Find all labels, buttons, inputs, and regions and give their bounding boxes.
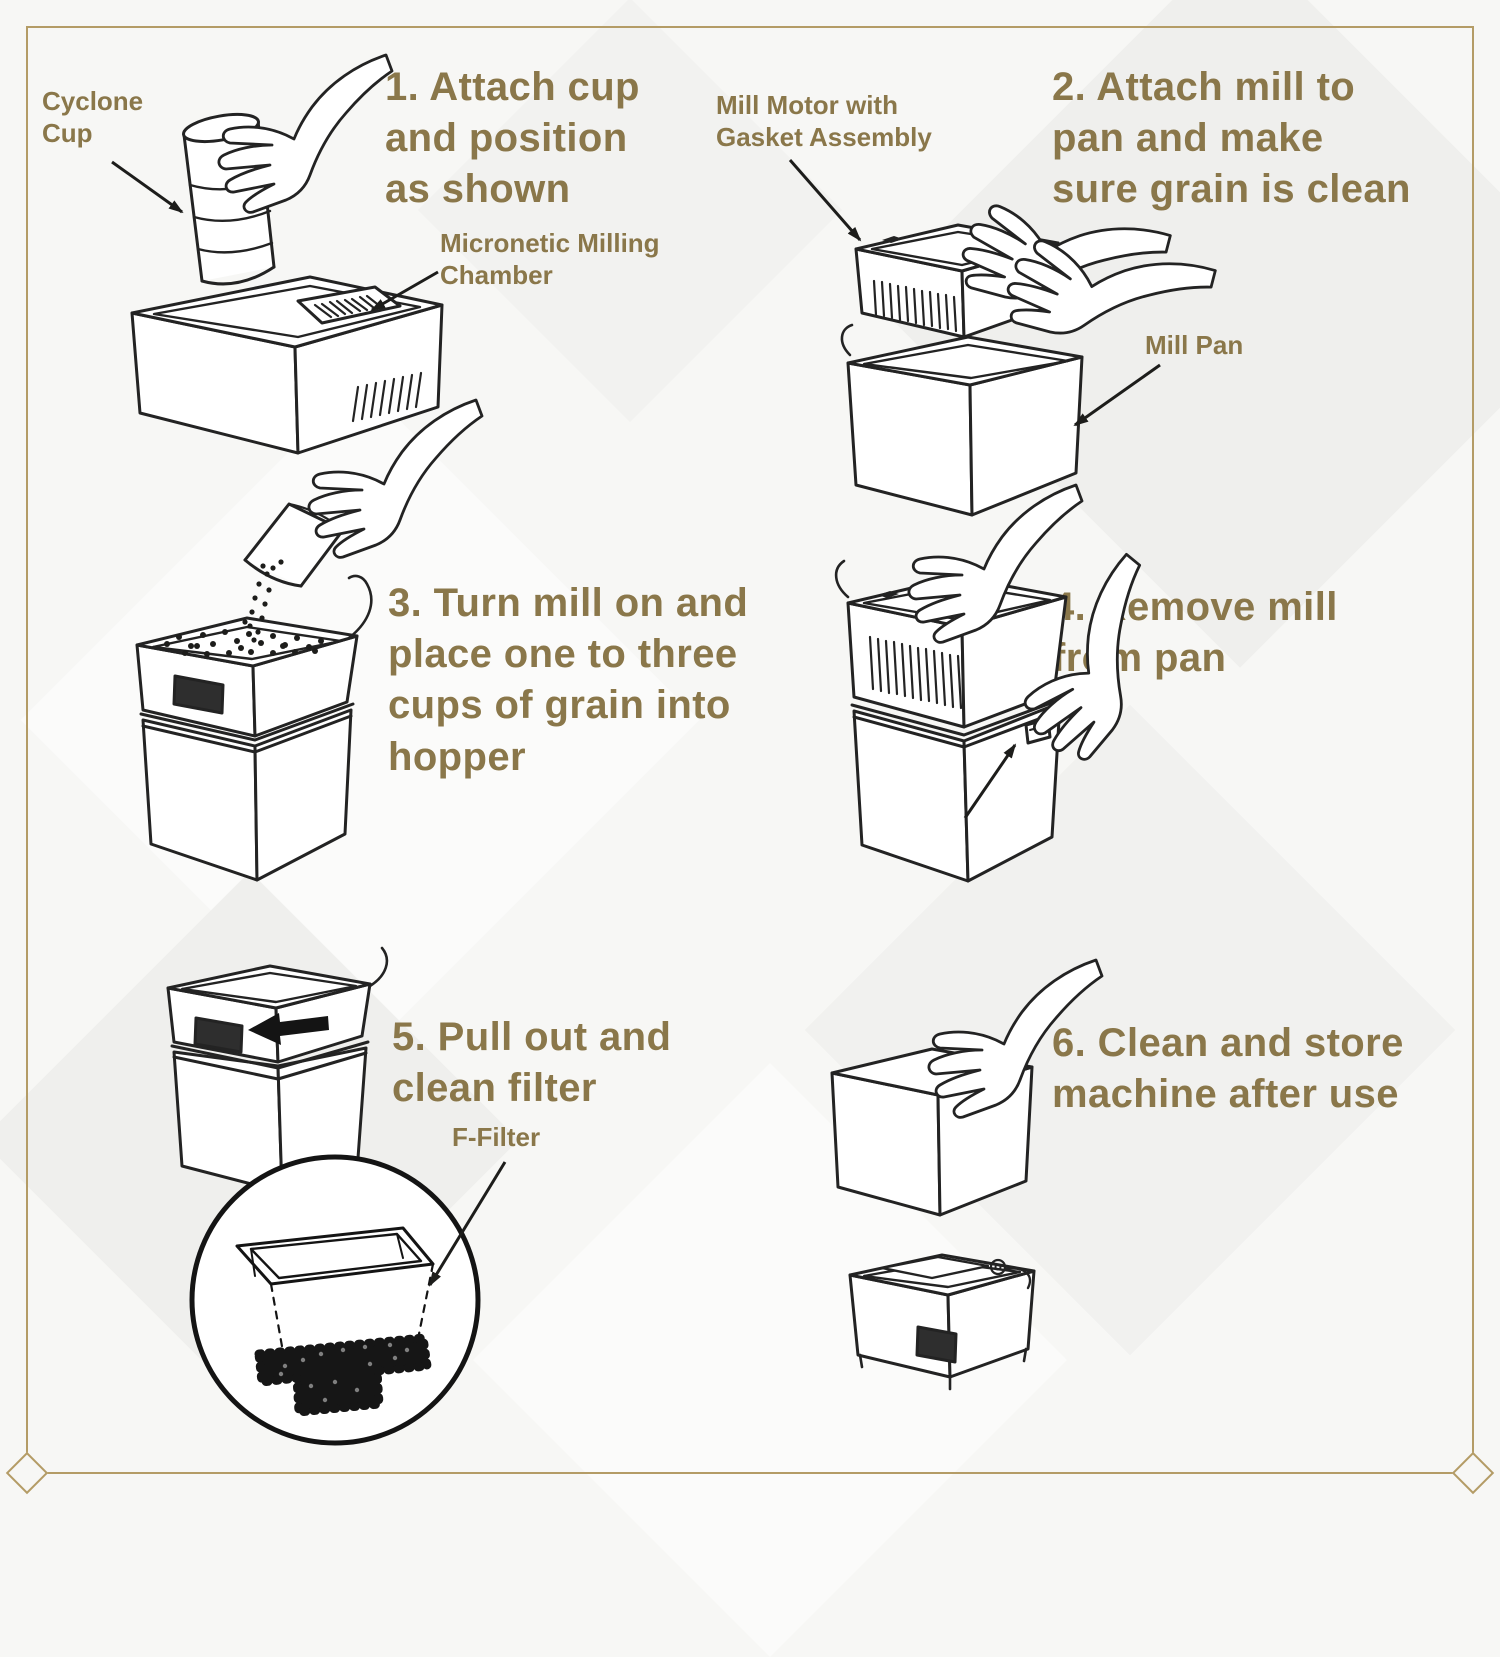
vent-slots xyxy=(351,371,423,423)
vent-slots xyxy=(872,279,958,333)
mill-pan-label: Mill Pan xyxy=(1145,330,1244,360)
power-switch xyxy=(882,236,903,243)
filter-slot xyxy=(915,1325,958,1364)
step-5-heading: 5. Pull out and clean filter xyxy=(392,1015,672,1111)
frame-corner-ornament xyxy=(1451,1451,1495,1495)
step-2-illustration xyxy=(840,138,1222,517)
step-3-illustration xyxy=(135,398,484,882)
power-cord xyxy=(347,574,373,640)
step-6-heading: 6. Clean and store machine after use xyxy=(1052,1021,1404,1117)
power-cord xyxy=(368,946,389,988)
filter-inset-illustration xyxy=(189,1154,481,1446)
mill-motor-label: Mill Motor with Gasket Assembly xyxy=(716,90,932,152)
power-switch xyxy=(878,591,899,598)
step-1-illustration xyxy=(130,53,444,455)
step-6-illustration xyxy=(830,958,1104,1391)
mill-pan xyxy=(846,361,974,517)
mill-pan xyxy=(141,718,259,882)
mill-pan xyxy=(852,709,970,883)
mill-pan-inverted xyxy=(830,1071,942,1217)
frame-corner-ornament xyxy=(5,1451,49,1495)
grain xyxy=(164,629,324,657)
hand xyxy=(217,53,394,214)
milling-chamber-label: Micronetic Milling Chamber xyxy=(440,228,660,290)
grain-stream xyxy=(242,559,284,643)
instruction-sheet: 1. Attach cup and position as shown Cycl… xyxy=(5,26,1495,1495)
cord-coil xyxy=(989,1258,1007,1276)
vent-slots xyxy=(868,635,963,710)
filter-slot xyxy=(193,1016,244,1054)
feet xyxy=(858,1347,1028,1391)
step-1-heading: 1. Attach cup and position as shown xyxy=(385,65,640,212)
power-cord xyxy=(1003,1267,1032,1290)
foam-filter xyxy=(254,1333,432,1417)
filter-slot xyxy=(172,674,225,715)
cyclone-cup-label: Cyclone Cup xyxy=(42,86,144,148)
f-filter-label: F-Filter xyxy=(452,1122,541,1152)
stored-motor xyxy=(880,1255,990,1280)
step-4-illustration xyxy=(834,483,1212,883)
pull-direction-arrow-icon xyxy=(248,1013,329,1045)
step-3-heading: 3. Turn mill on and place one to three c… xyxy=(388,581,749,779)
measuring-cup xyxy=(245,504,343,586)
step-2-heading: 2. Attach mill to pan and make sure grai… xyxy=(1052,65,1411,212)
power-cord xyxy=(834,559,850,599)
